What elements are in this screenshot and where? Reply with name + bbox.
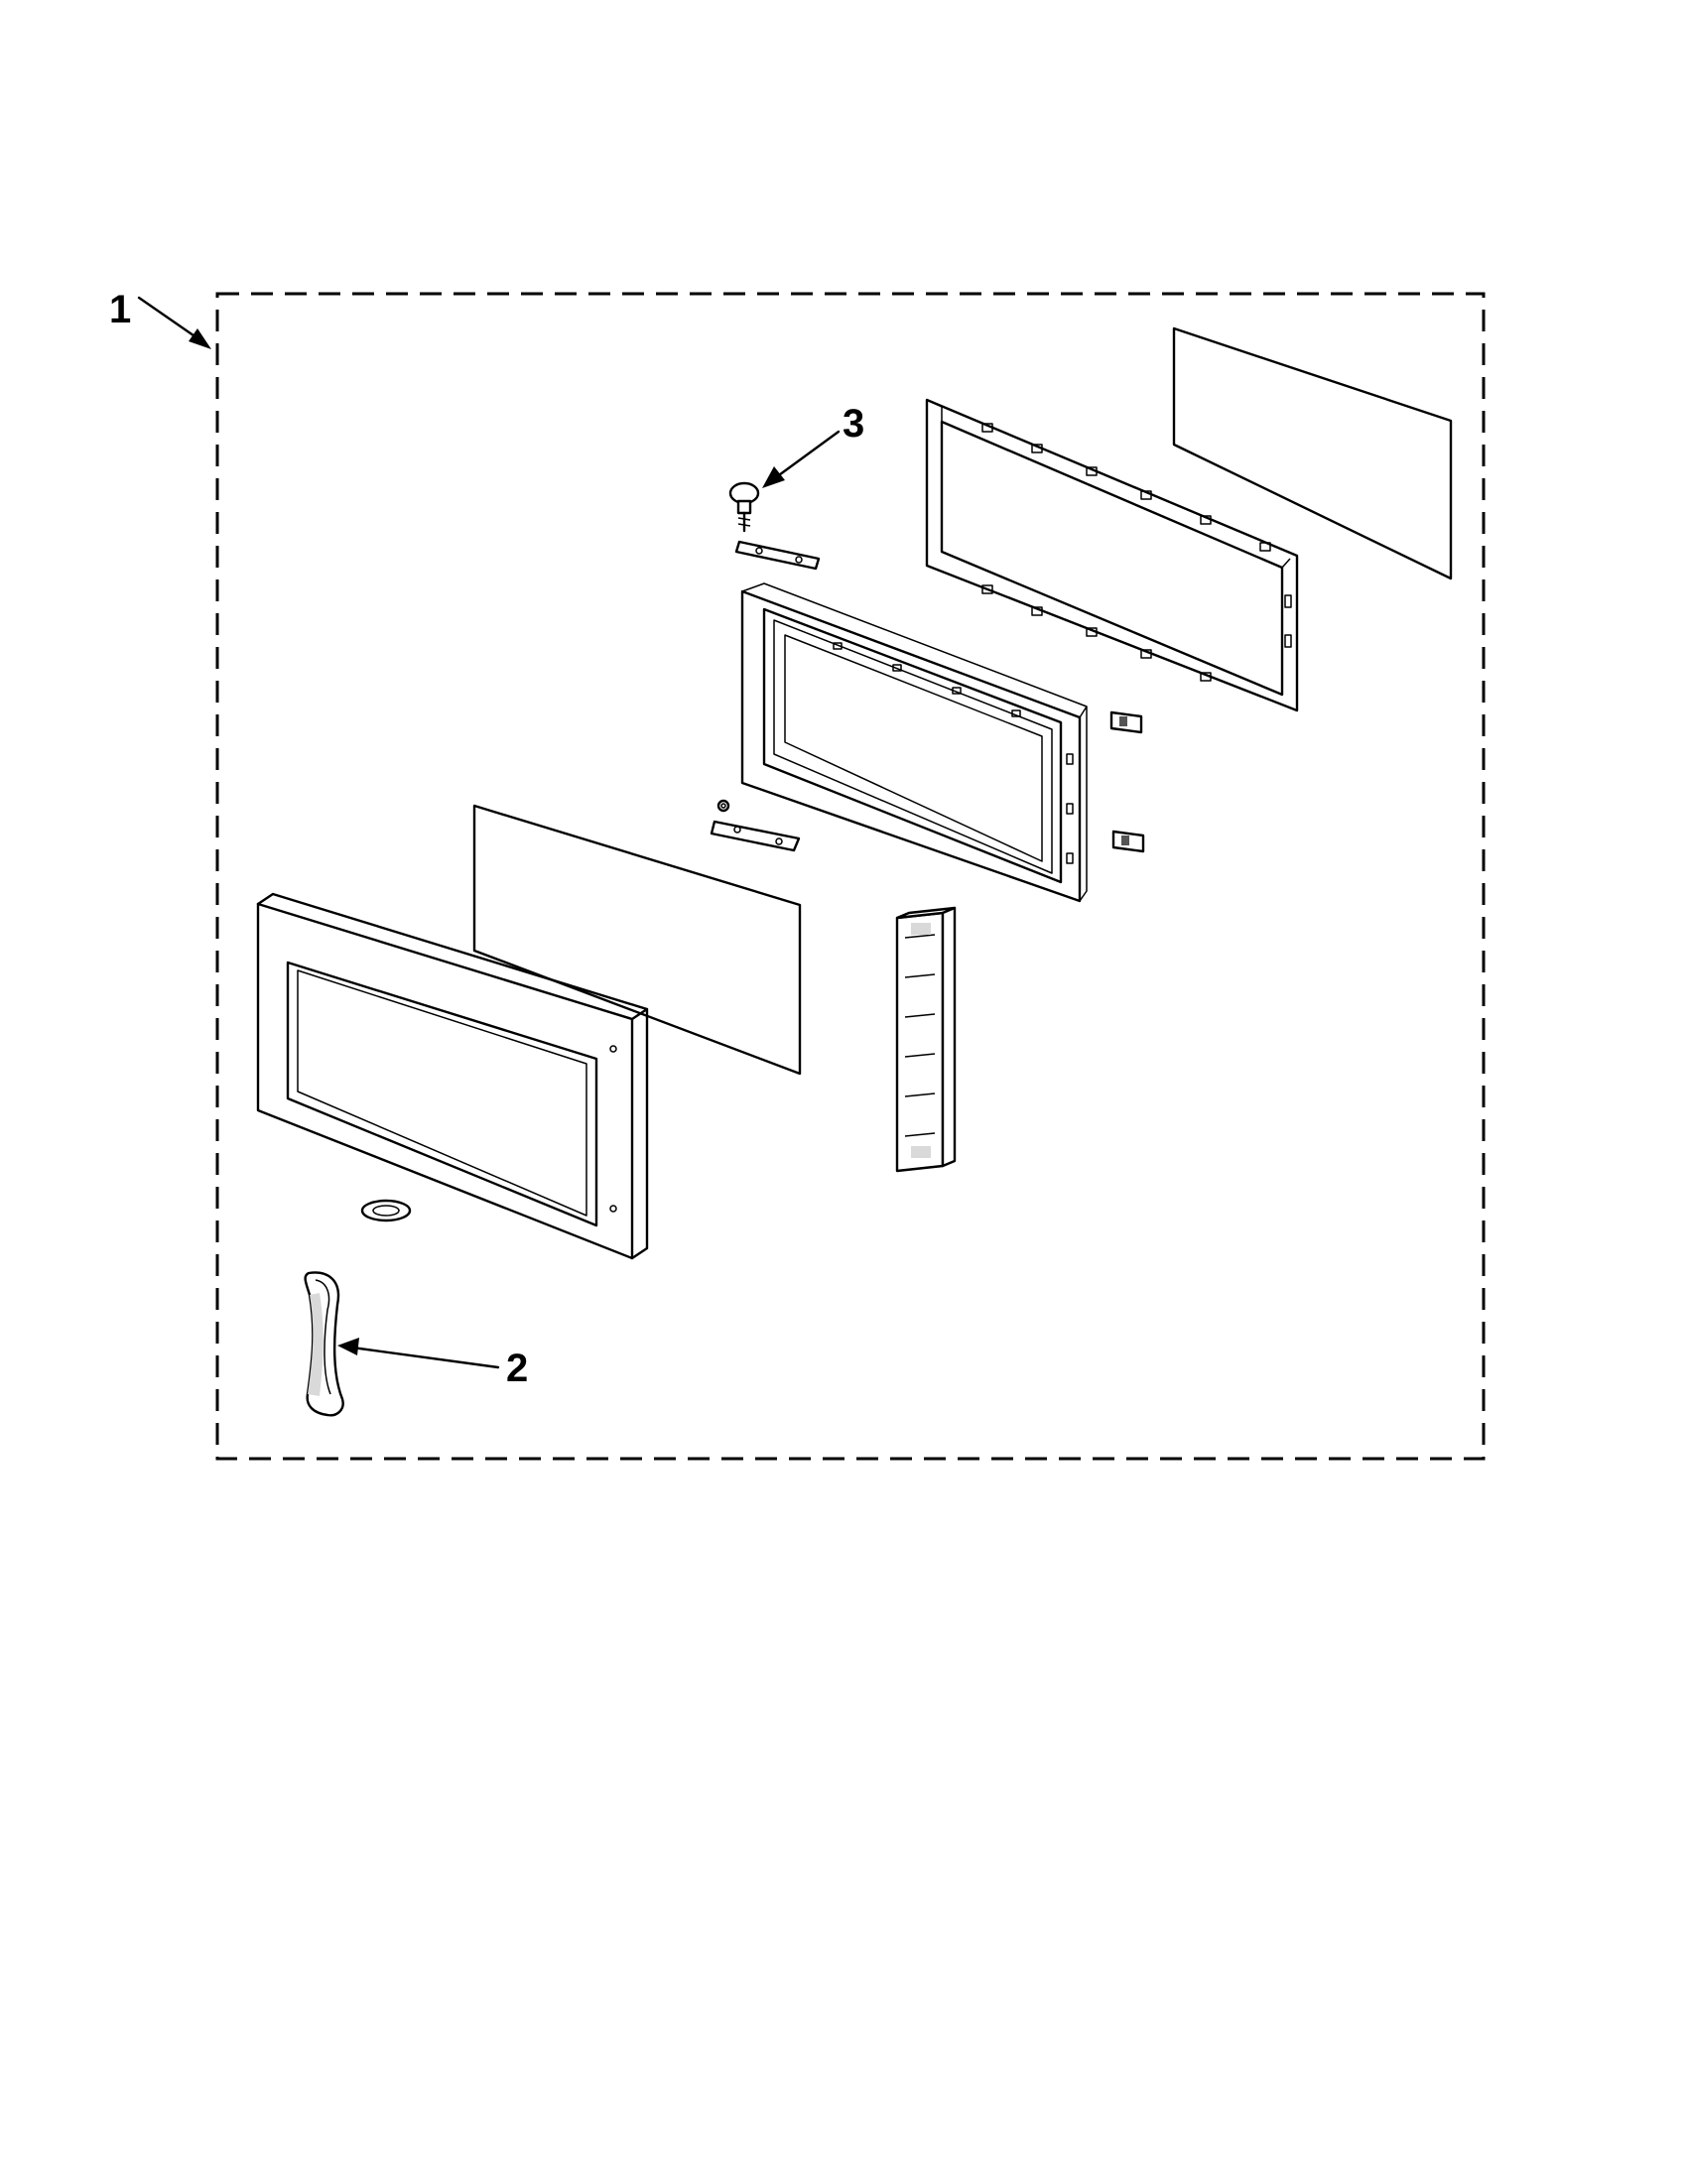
callout-2-label: 2: [506, 1347, 528, 1390]
door-handle-part-2: [304, 1271, 344, 1417]
screw-part-3: [728, 481, 760, 533]
front-door-panel: [256, 892, 649, 1260]
callout-3-arrowhead: [762, 466, 785, 488]
callout-2[interactable]: 2: [337, 1338, 528, 1390]
front-glass-panel: [472, 804, 802, 1076]
brand-badge: [360, 1199, 412, 1222]
callout-3[interactable]: 3: [762, 402, 864, 488]
lower-hinge-bracket: [710, 820, 801, 852]
upper-hinge-bracket: [734, 540, 821, 571]
lower-latch: [1111, 830, 1145, 853]
callout-1[interactable]: 1: [109, 288, 211, 349]
inner-door-frame: [740, 582, 1088, 903]
latch-hook-assembly: [895, 906, 957, 1173]
lower-hinge-nut: [716, 799, 730, 813]
callout-1-arrowhead: [189, 328, 211, 349]
callout-3-label: 3: [843, 402, 864, 446]
upper-latch: [1109, 710, 1143, 734]
callout-2-arrowhead: [337, 1338, 359, 1355]
rear-door-frame: [925, 398, 1299, 712]
callout-1-label: 1: [109, 288, 131, 331]
rear-glass-panel: [1172, 326, 1453, 580]
